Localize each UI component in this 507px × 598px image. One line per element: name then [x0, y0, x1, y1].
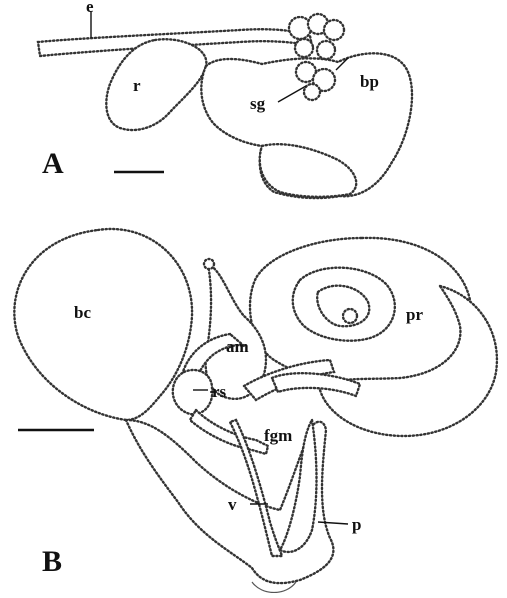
panel-a-letter: A: [42, 147, 64, 180]
panel-b-rs-organ: [173, 370, 212, 414]
panel-b-rs-duct: [190, 410, 268, 454]
panel-b: bc pr am rs fgm v p B: [14, 229, 497, 593]
panel-b-label-pr: pr: [406, 305, 423, 324]
panel-b-label-fgm: fgm: [264, 426, 292, 445]
panel-b-label-v: v: [228, 495, 237, 514]
panel-b-pr-duct: [343, 309, 357, 323]
panel-b-label-rs: rs: [212, 382, 227, 401]
panel-a-label-bp: bp: [360, 72, 379, 91]
panel-a-label-sg: sg: [250, 94, 266, 113]
panel-b-label-am: am: [226, 337, 249, 356]
panel-a: e r sg bp A: [38, 0, 412, 198]
panel-a-r-organ: [106, 39, 206, 130]
panel-b-letter: B: [42, 545, 62, 578]
panel-a-label-e: e: [86, 0, 94, 16]
panel-b-am-tip: [204, 259, 214, 269]
panel-b-label-p: p: [352, 515, 361, 534]
panel-a-label-r: r: [133, 76, 141, 95]
panel-b-bc-organ: [14, 229, 192, 420]
panel-b-label-bc: bc: [74, 303, 91, 322]
